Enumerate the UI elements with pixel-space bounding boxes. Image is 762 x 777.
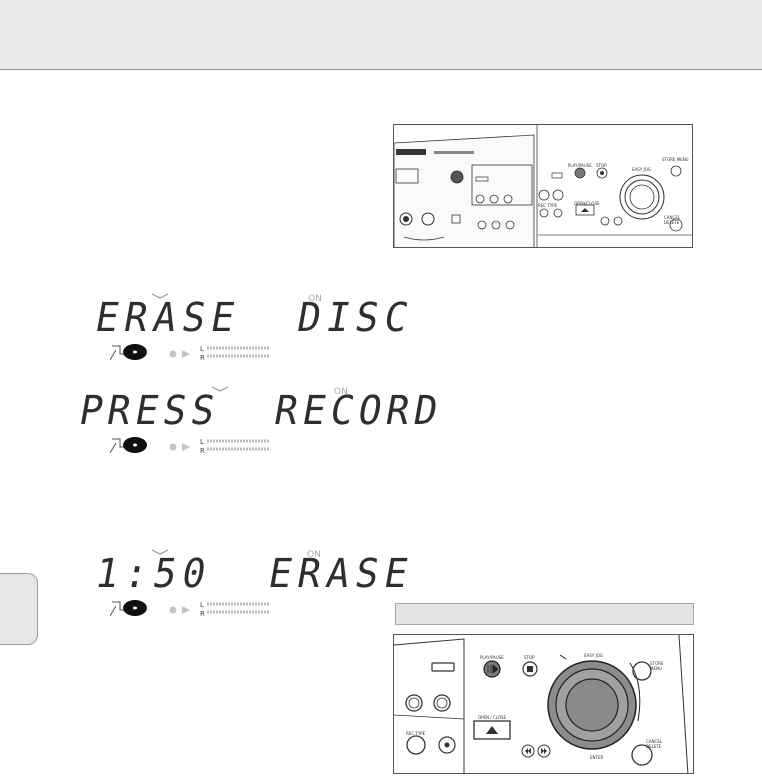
- enter-label: ENTER: [590, 755, 604, 760]
- rec-type-label: REC TYPE: [406, 731, 426, 736]
- level-meter-icon: L R: [200, 438, 270, 455]
- on-indicator: ON: [307, 550, 321, 560]
- section-bar: [395, 603, 694, 625]
- cancel-delete-label: CANCEL DELETE: [664, 215, 681, 225]
- lcd-text: ERASE DISC: [91, 294, 418, 341]
- header-band: [0, 0, 762, 70]
- disc-record-icon: [109, 344, 147, 361]
- lcd-indicators: L R: [109, 340, 320, 362]
- play-pause-label: PLAY/PAUSE: [480, 655, 504, 660]
- stop-label: STOP: [596, 163, 607, 168]
- svg-text:R: R: [200, 610, 205, 618]
- on-indicator: ON: [308, 294, 322, 304]
- lcd-text: PRESS RECORD: [75, 387, 447, 434]
- store-menu-label: STORE MENU: [650, 661, 664, 671]
- svg-text:L: L: [200, 438, 204, 446]
- svg-text:R: R: [200, 354, 205, 362]
- lcd-text: 1:50 ERASE: [91, 550, 418, 597]
- svg-text:L: L: [200, 345, 204, 353]
- easy-jog-label: EASY JOG: [632, 167, 651, 172]
- disc-indicator-icon: [151, 293, 169, 299]
- rec-type-label: REC TYPE: [538, 203, 558, 208]
- record-dot-icon: [169, 606, 177, 614]
- easy-jog-label: EASY JOG: [584, 653, 603, 658]
- store-menu-label: STORE MENU: [662, 157, 689, 162]
- play-pause-label: PLAY/PAUSE: [568, 163, 592, 168]
- open-close-label: OPEN/CLOSE: [574, 201, 600, 206]
- play-arrow-icon: [182, 443, 190, 451]
- side-tab: [0, 573, 38, 645]
- device-controls-photo: PLAY/PAUSE STOP EASY JOG STORE MENU REC …: [393, 634, 694, 774]
- level-meter-icon: L R: [200, 601, 270, 618]
- lcd-indicators: L R: [109, 596, 320, 618]
- record-dot-icon: [169, 350, 177, 358]
- disc-indicator-icon: [151, 549, 169, 555]
- device-front-illustration: [394, 125, 692, 247]
- disc-record-icon: [109, 600, 147, 617]
- disc-indicator-icon: [211, 386, 229, 392]
- stop-label: STOP: [524, 655, 535, 660]
- disc-record-icon: [109, 437, 147, 454]
- lcd-indicators: L R: [109, 433, 320, 455]
- level-meter-icon: L R: [200, 345, 270, 362]
- play-arrow-icon: [182, 606, 190, 614]
- device-controls-illustration: [394, 635, 689, 773]
- cancel-delete-label: CANCEL DELETE: [646, 739, 663, 749]
- on-indicator: ON: [334, 387, 348, 397]
- svg-text:R: R: [200, 447, 205, 455]
- svg-text:L: L: [200, 601, 204, 609]
- record-dot-icon: [169, 443, 177, 451]
- open-close-label: OPEN / CLOSE: [478, 715, 507, 720]
- play-arrow-icon: [182, 350, 190, 358]
- device-front-photo: PLAY/PAUSE STOP EASY JOG STORE MENU REC …: [393, 124, 693, 248]
